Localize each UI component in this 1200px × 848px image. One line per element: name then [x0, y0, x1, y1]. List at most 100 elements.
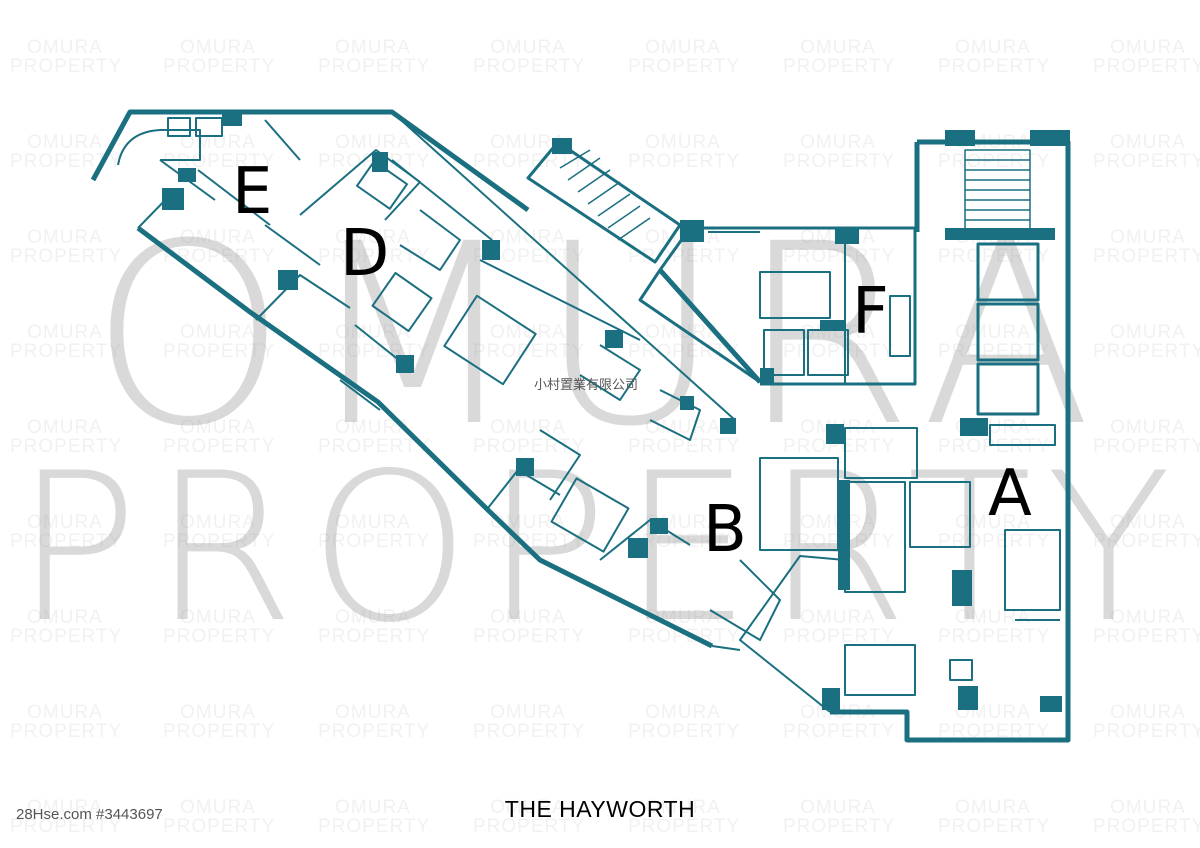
watermark-tile-line-2: PROPERTY: [783, 341, 896, 362]
watermark-tile-line-1: OMURA: [490, 702, 566, 723]
watermark-tile-line-2: PROPERTY: [1093, 816, 1200, 837]
agency-mark: 小村置業有限公司: [534, 378, 639, 393]
watermark-tile-line-1: OMURA: [645, 702, 721, 723]
watermark-tile-line-1: OMURA: [27, 322, 103, 343]
watermark-tile-line-1: OMURA: [645, 322, 721, 343]
watermark-tile-line-2: PROPERTY: [783, 721, 896, 742]
watermark-tile-line-2: PROPERTY: [318, 436, 431, 457]
watermark-tile-line-2: PROPERTY: [318, 531, 431, 552]
watermark-tile-line-2: PROPERTY: [783, 246, 896, 267]
unit-b-walls: [516, 458, 668, 558]
watermark-tile-line-2: PROPERTY: [163, 816, 276, 837]
building-title: THE HAYWORTH: [504, 796, 696, 822]
watermark-tile-line-1: OMURA: [180, 417, 256, 438]
watermark-tile-line-1: OMURA: [335, 132, 411, 153]
watermark-tile-line-2: PROPERTY: [628, 436, 741, 457]
watermark-tile-line-1: OMURA: [180, 227, 256, 248]
watermark-tile-line-1: OMURA: [180, 607, 256, 628]
watermark-tile-line-2: PROPERTY: [10, 246, 123, 267]
watermark-tile-line-2: PROPERTY: [938, 721, 1051, 742]
watermark-tile-line-1: OMURA: [1110, 702, 1186, 723]
watermark-tile-line-2: PROPERTY: [628, 721, 741, 742]
unit-a-plan: [739, 424, 1061, 713]
watermark-tile-line-2: PROPERTY: [473, 56, 586, 77]
watermark-tile-line-2: PROPERTY: [318, 721, 431, 742]
watermark-tile-line-1: OMURA: [180, 512, 256, 533]
unit-a-walls: [822, 424, 1062, 712]
watermark-tile-line-2: PROPERTY: [163, 436, 276, 457]
watermark-tile-line-2: PROPERTY: [163, 626, 276, 647]
watermark-tile-line-1: OMURA: [955, 37, 1031, 58]
watermark-tile-line-1: OMURA: [180, 322, 256, 343]
corridor-walls: [605, 330, 736, 434]
watermark-tile-line-2: PROPERTY: [10, 341, 123, 362]
watermark-tile-line-2: PROPERTY: [10, 531, 123, 552]
watermark-tile-line-2: PROPERTY: [163, 341, 276, 362]
watermark-tile-line-1: OMURA: [27, 132, 103, 153]
watermark-tile-line-2: PROPERTY: [163, 151, 276, 172]
watermark-tile-line-1: OMURA: [645, 797, 721, 818]
unit-e-walls: [162, 112, 242, 210]
unit-label-d: D: [340, 217, 390, 291]
watermark-tile-line-2: PROPERTY: [783, 816, 896, 837]
watermark-tile-line-2: PROPERTY: [473, 436, 586, 457]
central-stair: [526, 140, 682, 264]
watermark-tile-line-1: OMURA: [27, 607, 103, 628]
east-stair: [964, 149, 1031, 231]
watermark-tile-line-1: OMURA: [27, 37, 103, 58]
watermark-tile-line-2: PROPERTY: [1093, 246, 1200, 267]
watermark-tile-line-2: PROPERTY: [1093, 531, 1200, 552]
watermark-tile-line-1: OMURA: [27, 227, 103, 248]
watermark-tile-line-2: PROPERTY: [10, 816, 123, 837]
watermark-tile-line-1: OMURA: [1110, 797, 1186, 818]
watermark-tile-line-2: PROPERTY: [783, 56, 896, 77]
unit-f-walls: [760, 228, 859, 384]
watermark-tile-line-1: OMURA: [955, 607, 1031, 628]
watermark-tile-line-1: OMURA: [335, 702, 411, 723]
watermark-large-line-2: PROPERTY: [14, 430, 1186, 668]
watermark-tile-line-1: OMURA: [335, 417, 411, 438]
watermark-tile-line-2: PROPERTY: [783, 626, 896, 647]
watermark-tile-line-2: PROPERTY: [163, 56, 276, 77]
unit-e-plan: [117, 117, 321, 266]
watermark-tile-line-1: OMURA: [1110, 417, 1186, 438]
unit-label-e: E: [232, 155, 273, 229]
watermark-tile-line-2: PROPERTY: [938, 436, 1051, 457]
watermark-tile-line-2: PROPERTY: [10, 151, 123, 172]
watermark-tile-line-1: OMURA: [1110, 322, 1186, 343]
watermark-tile-line-1: OMURA: [955, 322, 1031, 343]
watermark-tile-line-2: PROPERTY: [1093, 436, 1200, 457]
watermark-tile-line-1: OMURA: [645, 37, 721, 58]
listing-reference: 28Hse.com #3443697: [16, 806, 163, 823]
watermark-tile-line-2: PROPERTY: [1093, 151, 1200, 172]
watermark-tile-line-1: OMURA: [955, 797, 1031, 818]
watermark-tile-line-2: PROPERTY: [1093, 56, 1200, 77]
east-core-walls: [945, 130, 1070, 436]
watermark-tile-line-1: OMURA: [490, 132, 566, 153]
